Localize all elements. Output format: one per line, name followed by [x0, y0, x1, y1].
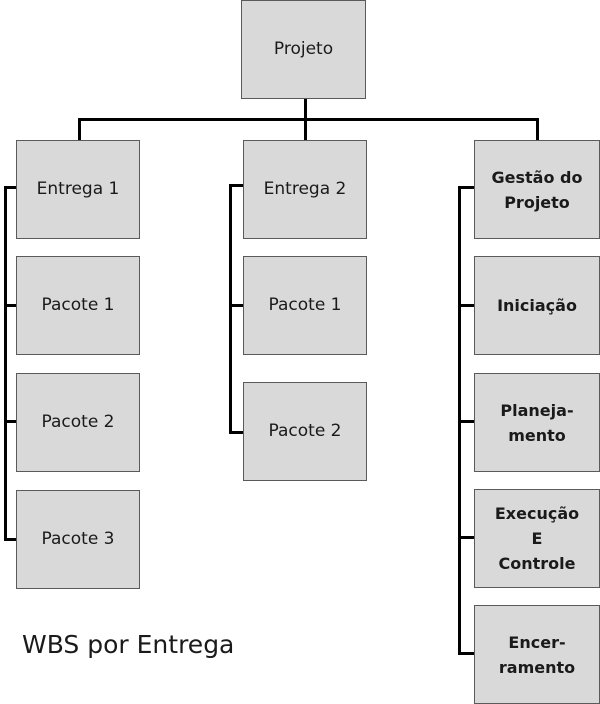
- node-projeto-label: Projeto: [273, 39, 334, 59]
- node-entrega-1-label: Entrega 1: [36, 179, 120, 199]
- connector-gestao-encerramento: [458, 652, 476, 655]
- connector-gestao-stub: [458, 186, 476, 189]
- connector-gestao-execucao: [458, 536, 476, 539]
- node-entrega-2-pacote-1: Pacote 1: [243, 256, 367, 355]
- node-entrega-1: Entrega 1: [16, 140, 140, 239]
- connector-gestao-iniciacao: [458, 304, 476, 307]
- node-entrega-1-pacote-2: Pacote 2: [16, 373, 140, 472]
- node-entrega-1-pacote-3: Pacote 3: [16, 490, 140, 589]
- node-iniciacao-label: Iniciação: [497, 296, 577, 315]
- diagram-caption: WBS por Entrega: [22, 630, 235, 659]
- node-entrega-2-pacote-2-label: Pacote 2: [268, 421, 342, 441]
- connector-bus-entrega1: [78, 118, 81, 140]
- connector-entrega2-spine: [229, 184, 232, 434]
- node-entrega-2-label: Entrega 2: [263, 179, 347, 199]
- node-entrega-1-pacote-1: Pacote 1: [16, 256, 140, 355]
- node-encerramento-label: Encer- ramento: [498, 632, 576, 677]
- node-iniciacao: Iniciação: [474, 256, 600, 355]
- connector-entrega2-pacote1: [229, 304, 244, 307]
- node-entrega-2-pacote-2: Pacote 2: [243, 382, 367, 481]
- node-planejamento: Planeja- mento: [474, 373, 600, 472]
- connector-top-bus: [78, 118, 538, 121]
- node-entrega-2: Entrega 2: [243, 140, 367, 239]
- node-gestao-do-projeto: Gestão do Projeto: [474, 140, 600, 239]
- node-encerramento: Encer- ramento: [474, 605, 600, 704]
- connector-entrega2-pacote2: [229, 431, 244, 434]
- connector-entrega1-spine: [4, 186, 7, 541]
- connector-bus-gestao: [536, 118, 539, 140]
- node-entrega-1-pacote-1-label: Pacote 1: [41, 295, 115, 315]
- node-entrega-1-pacote-3-label: Pacote 3: [41, 529, 115, 549]
- connector-entrega1-pacote2: [4, 420, 18, 423]
- node-entrega-1-pacote-2-label: Pacote 2: [41, 412, 115, 432]
- node-entrega-2-pacote-1-label: Pacote 1: [268, 295, 342, 315]
- node-gestao-do-projeto-label: Gestão do Projeto: [491, 167, 583, 212]
- connector-gestao-planejamento: [458, 420, 476, 423]
- connector-root-down: [304, 98, 307, 120]
- connector-entrega1-pacote1: [4, 304, 18, 307]
- connector-entrega1-pacote3: [4, 538, 18, 541]
- node-execucao-e-controle-label: Execução E Controle: [494, 504, 580, 573]
- node-execucao-e-controle: Execução E Controle: [474, 489, 600, 588]
- connector-entrega2-stub: [229, 184, 244, 187]
- node-projeto: Projeto: [241, 0, 366, 99]
- node-planejamento-label: Planeja- mento: [500, 400, 574, 445]
- connector-bus-entrega2: [304, 118, 307, 140]
- connector-entrega1-stub: [4, 186, 18, 189]
